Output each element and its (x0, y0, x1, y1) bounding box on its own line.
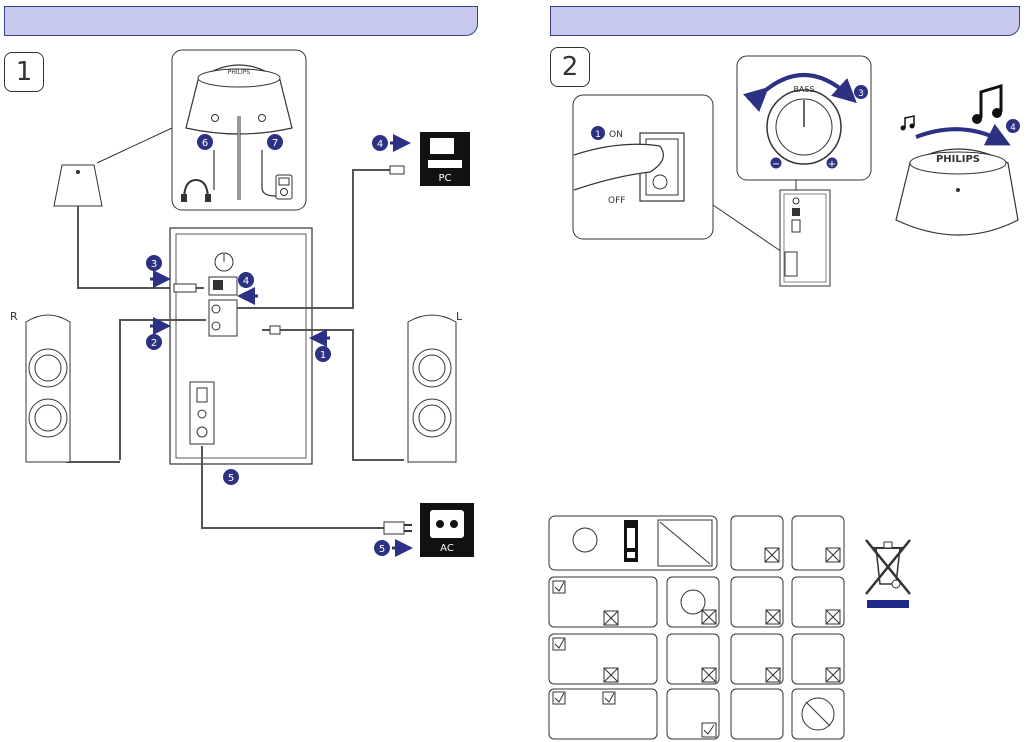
svg-text:4: 4 (243, 276, 249, 287)
callout-3-p1: 3 (146, 255, 162, 271)
plus-sign-icon: + (826, 157, 838, 170)
cable-plug-1 (269, 325, 281, 335)
callout-4-sub: 4 (238, 272, 254, 288)
pc-icon: PC (420, 132, 470, 186)
svg-text:2: 2 (151, 338, 157, 349)
svg-text:7: 7 (272, 138, 278, 149)
minus-sign-icon: − (770, 157, 782, 170)
svg-text:5: 5 (228, 473, 234, 484)
speaker-right (25, 314, 71, 463)
speaker-left (407, 314, 457, 463)
music-note-small-icon (900, 115, 915, 131)
power-plug-icon (383, 521, 412, 535)
philips-logo: PHILIPS (936, 154, 980, 165)
callout-7: 7 (267, 134, 283, 150)
music-note-large-icon (972, 83, 1003, 124)
callout-6: 6 (197, 134, 213, 150)
speaker-left-label: L (456, 310, 463, 323)
callout-5-sub: 5 (223, 469, 239, 485)
bass-knob-label: BASS (793, 85, 814, 94)
subwoofer-rear-panel (779, 189, 831, 287)
pod-rear-zoom: PHILIPS (171, 49, 307, 211)
philips-pod (895, 123, 1019, 236)
section-header-right (550, 6, 1020, 36)
headphone-icon (181, 150, 215, 202)
callout-4-pc: 4 (372, 135, 388, 151)
svg-text:3: 3 (151, 259, 157, 270)
ac-label: AC (440, 543, 454, 554)
callout-4-p2: 4 (1006, 119, 1020, 133)
safety-icon-marks (552, 547, 841, 738)
cable-plug-3 (173, 283, 197, 293)
arrows-panel1 (150, 134, 413, 557)
pc-label: PC (438, 173, 451, 184)
pod-small (53, 127, 176, 289)
power-switch-zoom (572, 94, 786, 255)
svg-text:6: 6 (202, 138, 208, 149)
callout-1-p1: 1 (315, 346, 331, 362)
weee-disposal-icon (865, 539, 911, 608)
switch-off-label: OFF (608, 196, 625, 206)
cable-plug-4 (389, 165, 405, 175)
svg-text:1: 1 (595, 130, 601, 140)
callout-5-ac: 5 (374, 540, 390, 556)
callout-2-p1: 2 (146, 334, 162, 350)
safety-warning-banner (548, 515, 718, 571)
subwoofer-body (169, 227, 313, 465)
svg-text:4: 4 (377, 139, 383, 150)
callout-1-p2: 1 (591, 126, 605, 140)
svg-text:4: 4 (1010, 123, 1016, 133)
callout-3-p2: 3 (854, 85, 868, 99)
pod-logo: PHILIPS (228, 69, 251, 76)
ac-socket-icon: AC (420, 503, 474, 557)
switch-on-label: ON (609, 130, 623, 140)
svg-text:+: + (828, 159, 836, 170)
bass-knob-zoom (736, 55, 872, 192)
step-number-1: 1 (4, 52, 44, 92)
section-header-left (4, 6, 478, 36)
svg-text:3: 3 (858, 89, 864, 99)
speaker-right-label: R (10, 310, 18, 323)
mp3-player-icon (261, 150, 293, 200)
step-number-2: 2 (550, 47, 590, 87)
svg-text:−: − (772, 159, 780, 170)
svg-text:1: 1 (320, 350, 326, 361)
svg-text:5: 5 (379, 544, 385, 555)
